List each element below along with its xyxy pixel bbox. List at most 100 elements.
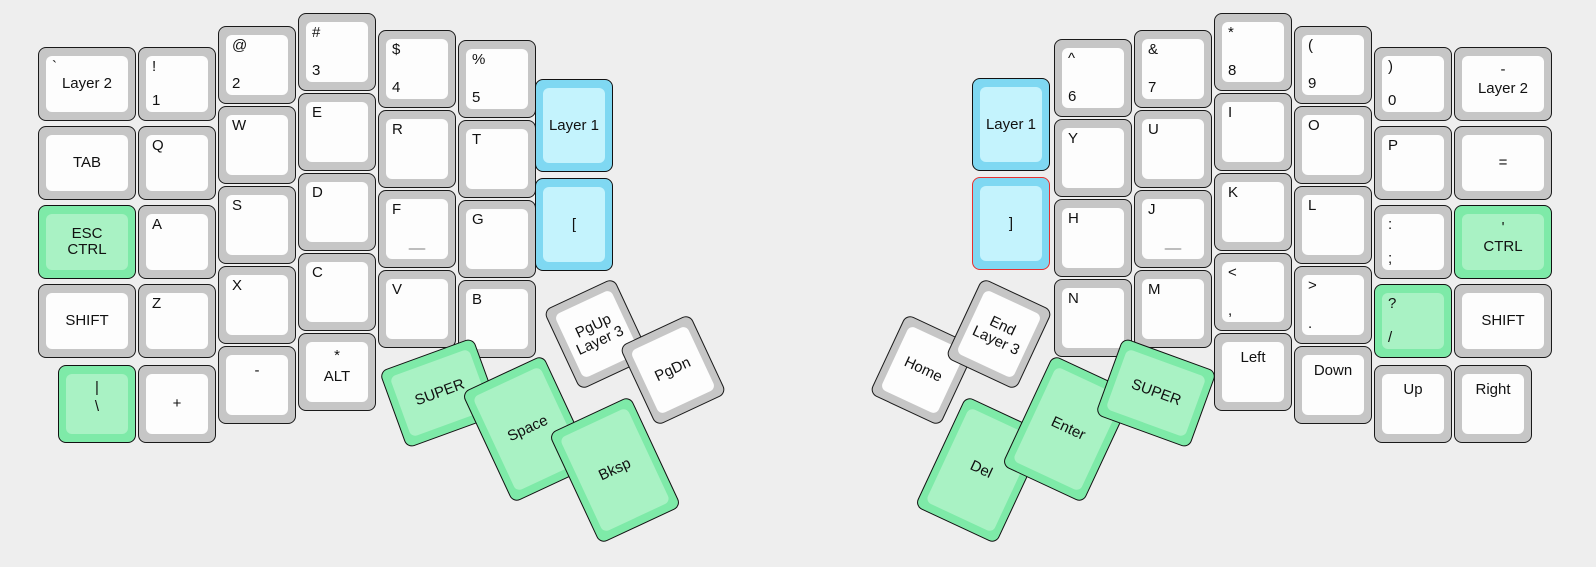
key-r-c5-r1[interactable]: &7: [1134, 30, 1212, 108]
key-legend-base: ;: [1388, 249, 1393, 267]
key-l-c6-r1[interactable]: %5: [458, 40, 536, 118]
key-legend-main: SHIFT: [65, 311, 109, 329]
key-l-c2-r3[interactable]: A: [138, 205, 216, 279]
key-legend-base: 0: [1388, 91, 1397, 109]
key-legend-shifted: V: [392, 281, 403, 298]
key-l-c5-r2[interactable]: R: [378, 110, 456, 188]
key-l-c3-r2[interactable]: W: [218, 106, 296, 184]
key-legend-shifted: &: [1148, 41, 1159, 58]
key-r-c1-r1[interactable]: -Layer 2: [1454, 47, 1552, 121]
keycap-surface: R: [386, 119, 448, 179]
key-l-c4-r4[interactable]: C: [298, 253, 376, 331]
key-legend-main: Home: [901, 353, 945, 386]
key-l-c2-r1[interactable]: !1: [138, 47, 216, 121]
key-legend-shifted: M: [1148, 281, 1161, 298]
key-legend-shifted: P: [1388, 137, 1399, 154]
key-legend-base: ,: [1228, 301, 1233, 319]
key-legend-main: Up: [1403, 381, 1423, 398]
key-r-c3-r3[interactable]: L: [1294, 186, 1372, 264]
key-l-c4-r3[interactable]: D: [298, 173, 376, 251]
key-l-c5-r3[interactable]: F: [378, 190, 456, 268]
key-legend-base: 5: [472, 88, 481, 106]
key-r-c1-r5[interactable]: Right: [1454, 365, 1532, 443]
key-r-c4-r1[interactable]: *8: [1214, 13, 1292, 91]
keycap-surface: SHIFT: [1462, 293, 1544, 349]
key-l-c1-r3[interactable]: ESC CTRL: [38, 205, 136, 279]
key-r-c2-r1[interactable]: )0: [1374, 47, 1452, 121]
key-l-c4-r5[interactable]: *ALT: [298, 333, 376, 411]
key-legend-shifted: A: [152, 216, 163, 233]
key-l-c2-r2[interactable]: Q: [138, 126, 216, 200]
key-r-c7-r2[interactable]: ]: [972, 177, 1050, 270]
key-l-c1-r5[interactable]: |\: [58, 365, 136, 443]
key-r-c4-r5[interactable]: Left: [1214, 333, 1292, 411]
key-r-c2-r3[interactable]: :;: [1374, 205, 1452, 279]
key-legend-main: End Layer 3: [969, 312, 1023, 360]
key-l-c3-r4[interactable]: X: [218, 266, 296, 344]
key-r-c6-r4[interactable]: N: [1054, 279, 1132, 357]
keycap-surface: C: [306, 262, 368, 322]
key-r-c3-r2[interactable]: O: [1294, 106, 1372, 184]
keycap-surface: H: [1062, 208, 1124, 268]
key-legend-main: \: [94, 397, 100, 415]
key-r-c1-r3[interactable]: 'CTRL: [1454, 205, 1552, 279]
key-legend-shifted: T: [472, 131, 482, 148]
key-r-c3-r4[interactable]: >.: [1294, 266, 1372, 344]
key-l-c2-r4[interactable]: Z: [138, 284, 216, 358]
key-l-c6-r2[interactable]: T: [458, 120, 536, 198]
key-r-c3-r1[interactable]: (9: [1294, 26, 1372, 104]
keycap-surface: `Layer 2: [46, 56, 128, 112]
key-l-c4-r2[interactable]: E: [298, 93, 376, 171]
keycap-surface: Bksp: [559, 407, 671, 533]
key-r-c6-r2[interactable]: Y: [1054, 119, 1132, 197]
key-r-c7-r1[interactable]: Layer 1: [972, 78, 1050, 171]
key-r-c1-r2[interactable]: =: [1454, 126, 1552, 200]
key-l-c2-r5[interactable]: +: [138, 365, 216, 443]
key-legend-main: SUPER: [1129, 375, 1184, 410]
key-legend-shifted: Q: [152, 137, 164, 154]
key-r-c6-r1[interactable]: ^6: [1054, 39, 1132, 117]
key-r-c5-r3[interactable]: J: [1134, 190, 1212, 268]
key-l-c5-r4[interactable]: V: [378, 270, 456, 348]
key-l-c1-r2[interactable]: TAB: [38, 126, 136, 200]
key-legend-base: 6: [1068, 87, 1077, 105]
key-legend-main: ESC CTRL: [67, 224, 107, 258]
key-legend-main: CTRL: [1483, 237, 1523, 255]
keycap-surface: U: [1142, 119, 1204, 179]
key-r-c5-r4[interactable]: M: [1134, 270, 1212, 348]
keycap-surface: Layer 1: [980, 87, 1042, 162]
key-legend-shifted: I: [1228, 104, 1233, 121]
key-r-c3-r5[interactable]: Down: [1294, 346, 1372, 424]
key-l-c1-r1[interactable]: `Layer 2: [38, 47, 136, 121]
keycap-surface: -: [226, 355, 288, 415]
key-legend-main: ]: [1008, 214, 1014, 232]
key-l-c4-r1[interactable]: #3: [298, 13, 376, 91]
key-legend-shifted: ?: [1388, 295, 1397, 312]
key-r-c4-r3[interactable]: K: [1214, 173, 1292, 251]
key-legend-main: =: [1498, 153, 1508, 171]
key-legend-shifted: U: [1148, 121, 1159, 138]
key-legend-shifted: H: [1068, 210, 1079, 227]
key-l-c7-r1[interactable]: Layer 1: [535, 79, 613, 172]
key-r-c5-r2[interactable]: U: [1134, 110, 1212, 188]
key-r-c2-r4[interactable]: ?/: [1374, 284, 1452, 358]
key-r-c2-r2[interactable]: P: [1374, 126, 1452, 200]
keycap-surface: O: [1302, 115, 1364, 175]
key-r-c1-r4[interactable]: SHIFT: [1454, 284, 1552, 358]
keycap-surface: *8: [1222, 22, 1284, 82]
key-l-c3-r1[interactable]: @2: [218, 26, 296, 104]
keycap-surface: >.: [1302, 275, 1364, 335]
key-legend-base: 7: [1148, 78, 1157, 96]
key-l-c5-r1[interactable]: $4: [378, 30, 456, 108]
key-l-c7-r2[interactable]: [: [535, 178, 613, 271]
key-l-c1-r4[interactable]: SHIFT: [38, 284, 136, 358]
key-r-c6-r3[interactable]: H: [1054, 199, 1132, 277]
key-legend-shifted: N: [1068, 290, 1079, 307]
key-r-c2-r5[interactable]: Up: [1374, 365, 1452, 443]
key-legend-shifted: (: [1308, 37, 1313, 54]
key-r-c4-r2[interactable]: I: [1214, 93, 1292, 171]
key-l-c3-r5[interactable]: -: [218, 346, 296, 424]
key-l-c6-r3[interactable]: G: [458, 200, 536, 278]
key-r-c4-r4[interactable]: <,: [1214, 253, 1292, 331]
key-l-c3-r3[interactable]: S: [218, 186, 296, 264]
